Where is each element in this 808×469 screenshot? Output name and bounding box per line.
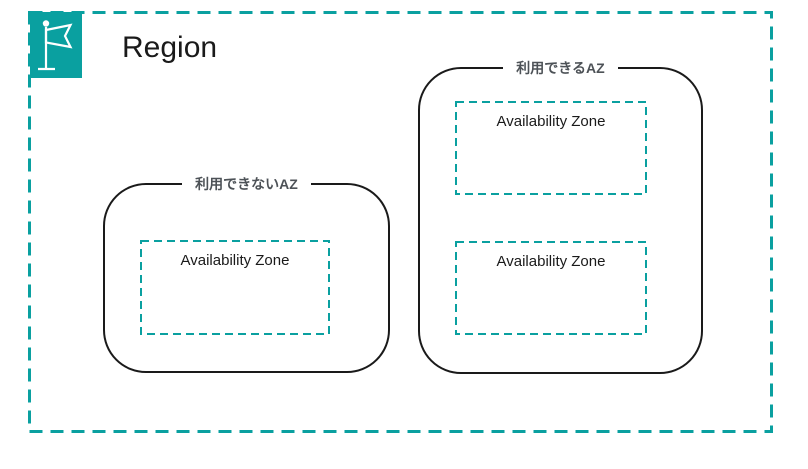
unavailable-az-group-label: 利用できないAZ	[182, 174, 311, 194]
availability-zone-label-available-2: Availability Zone	[496, 253, 606, 270]
unavailable-az-group-title: 利用できないAZ	[104, 174, 389, 194]
flag-glyph	[38, 20, 73, 71]
available-az-group-label: 利用できるAZ	[503, 58, 618, 78]
availability-zone-box-available-2	[455, 241, 647, 335]
region-dashed-border	[28, 11, 773, 433]
availability-zone-box-available-1	[455, 101, 647, 195]
region-label: Region	[122, 31, 218, 64]
region-flag-icon	[30, 12, 82, 78]
available-az-group-title: 利用できるAZ	[419, 58, 702, 78]
unavailable-az-group-border	[103, 183, 390, 373]
availability-zone-label-unavailable: Availability Zone	[180, 252, 290, 269]
availability-zone-label-available-1: Availability Zone	[496, 113, 606, 130]
availability-zone-box-unavailable	[140, 240, 330, 335]
